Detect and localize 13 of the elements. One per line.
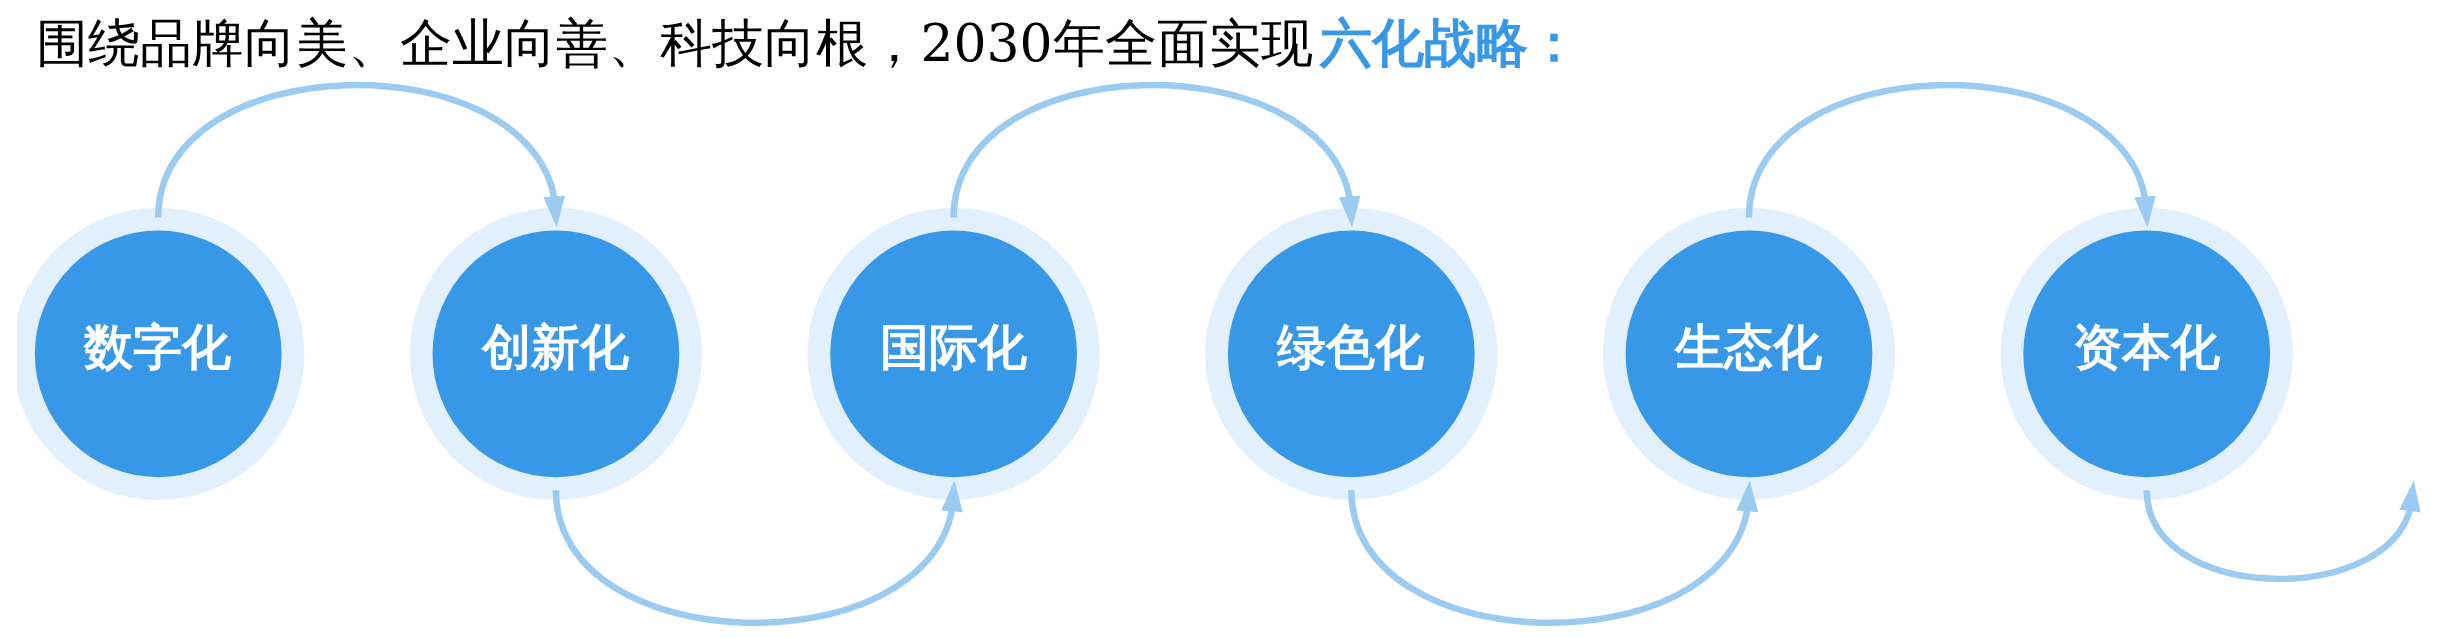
arrow: [1348, 480, 1759, 626]
node-circle: 资本化: [2000, 207, 2293, 500]
node-circle: 生态化: [1602, 207, 1896, 500]
arrow: [950, 82, 1361, 228]
arrow: [2143, 480, 2421, 582]
arrow: [1745, 82, 2156, 228]
arrow: [552, 480, 963, 626]
arrow: [155, 82, 565, 228]
node-circle: 国际化: [807, 207, 1100, 500]
node-circle: 数字化: [17, 207, 305, 500]
node-circle: 绿色化: [1205, 207, 1498, 500]
diagram-title: 围绕品牌向美、企业向善、科技向根，2030年全面实现六化战略：: [36, 12, 1581, 74]
node-circle: 创新化: [409, 207, 702, 500]
